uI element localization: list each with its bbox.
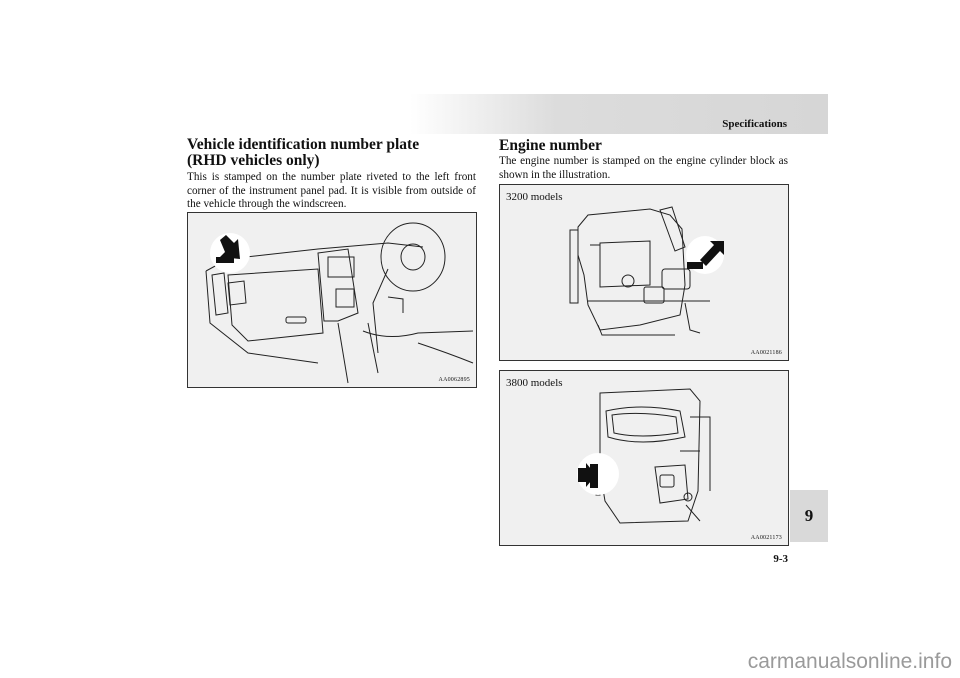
figure-code: AA0062895 (438, 377, 470, 383)
vin-plate-title-line2: (RHD vehicles only) (187, 152, 320, 169)
dashboard-illustration (205, 222, 474, 384)
dashboard-figure: AA0062895 (187, 212, 477, 388)
vin-plate-title-line1: Vehicle identification number plate (187, 136, 420, 153)
arrow-marker-icon (210, 233, 250, 273)
vin-plate-title: Vehicle identification number plate (RHD… (187, 137, 419, 169)
engine-number-title: Engine number (499, 137, 602, 154)
watermark: carmanualsonline.info (747, 650, 952, 673)
engine-3800-figure: 3800 models AA0021173 (499, 370, 789, 546)
vin-plate-body: This is stamped on the number plate rive… (187, 171, 476, 210)
figure-label: 3200 models (506, 191, 563, 203)
figure-label: 3800 models (506, 377, 563, 389)
page-number: 9-3 (773, 553, 788, 565)
arrow-marker-icon (577, 453, 619, 495)
chapter-tab: 9 (790, 490, 828, 542)
figure-code: AA0021186 (750, 350, 782, 356)
engine-3200-figure: 3200 models AA0021186 (499, 184, 789, 361)
engine-number-body: The engine number is stamped on the engi… (499, 155, 788, 181)
page-header-title: Specifications (722, 118, 787, 130)
arrow-marker-icon (686, 236, 724, 274)
figure-code: AA0021173 (750, 535, 782, 541)
header-band (410, 94, 828, 134)
engine-3800-illustration (577, 388, 711, 524)
engine-3200-illustration (569, 206, 724, 336)
